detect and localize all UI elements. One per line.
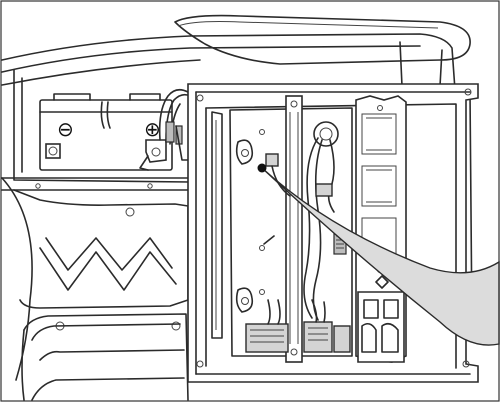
body-contour bbox=[1, 14, 473, 331]
lower-body bbox=[21, 313, 189, 401]
negative-terminal-symbol: ⊖ bbox=[57, 117, 74, 141]
battery: ⊖ ⊕ bbox=[39, 88, 191, 171]
callout-pointer bbox=[257, 163, 500, 346]
callout-origin-dot bbox=[257, 163, 267, 173]
positive-terminal-symbol: ⊕ bbox=[144, 117, 161, 141]
callout-beam bbox=[261, 167, 500, 346]
